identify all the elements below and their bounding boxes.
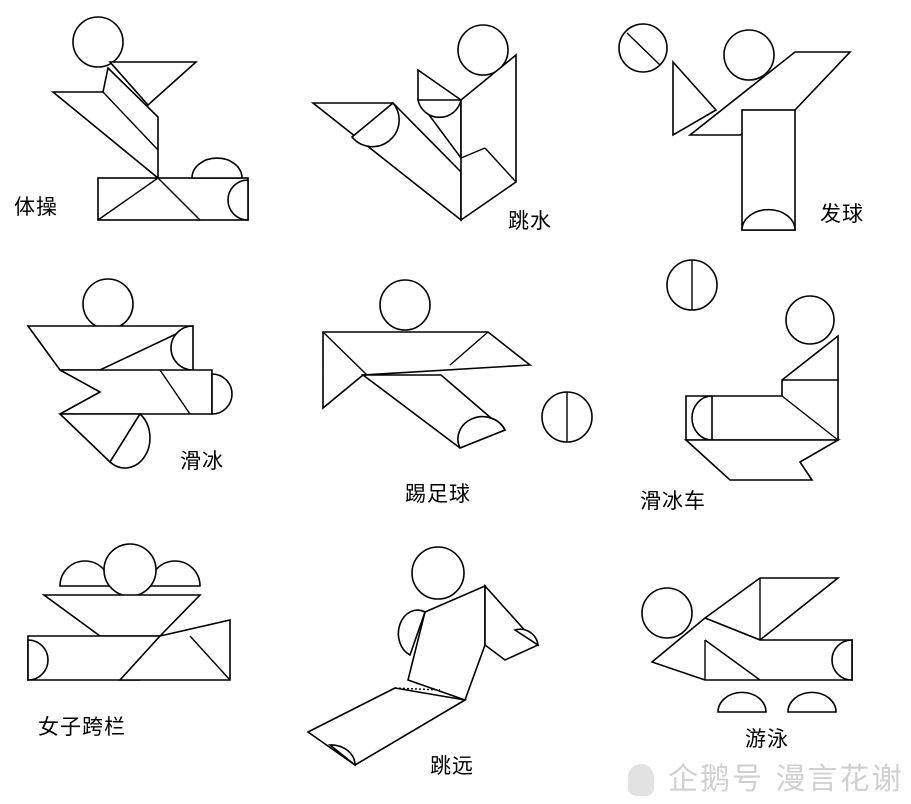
label-long-jump: 跳远: [430, 754, 474, 778]
label-swimming: 游泳: [745, 727, 789, 751]
figure-long-jump: [306, 546, 540, 767]
label-soccer: 踢足球: [405, 482, 471, 506]
penguin-logo-icon: [628, 764, 654, 796]
label-skating: 滑冰: [180, 449, 224, 473]
figure-ice-sled: [666, 259, 841, 481]
figure-serve: [618, 23, 852, 231]
figure-gymnastics: [50, 16, 249, 221]
figure-soccer: [322, 279, 593, 450]
label-ice-sled: 滑冰车: [640, 489, 706, 513]
figure-hurdles: [27, 543, 231, 681]
figure-diving: [310, 24, 517, 222]
label-hurdles: 女子跨栏: [38, 715, 126, 739]
figure-swimming: [641, 577, 853, 713]
watermark: 企鹅号 漫言花谢: [668, 762, 904, 797]
figure-skating: [26, 278, 233, 469]
label-serve: 发球: [820, 202, 864, 226]
label-diving: 跳水: [508, 209, 552, 233]
label-gymnastics: 体操: [14, 195, 58, 219]
